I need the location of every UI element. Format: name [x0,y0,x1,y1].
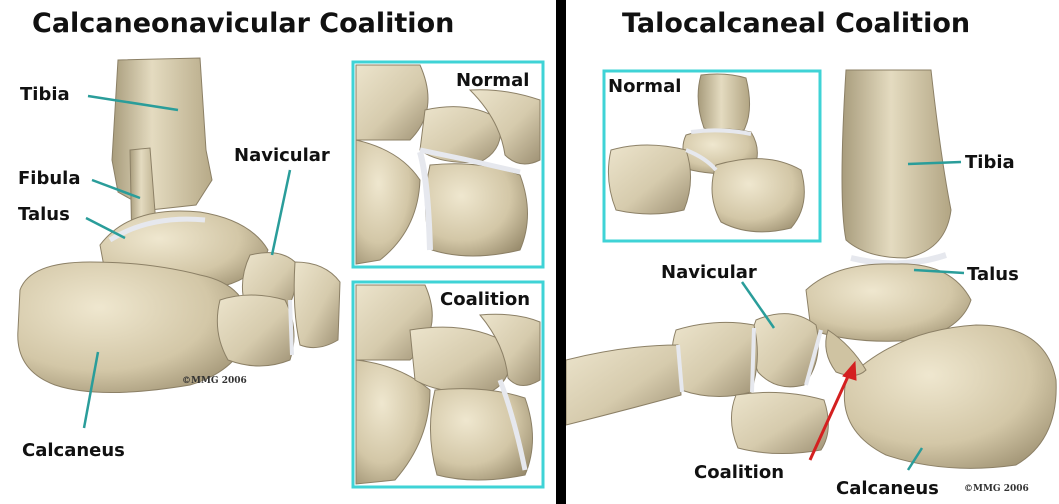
right-panel-talocalcaneal: Talocalcaneal Coalition Tibia Talus Navi… [566,0,1059,504]
tibia-label: Tibia [965,152,1015,173]
cuboid-bone [217,295,294,366]
calcaneus-label: Calcaneus [836,478,939,499]
cuneiform-bones [672,322,757,396]
cuboid-bone [731,392,828,453]
left-panel-title: Calcaneonavicular Coalition [32,8,454,39]
inset-coalition-label: Coalition [440,289,530,310]
joint-cartilage-2 [290,300,292,355]
right-panel-title: Talocalcaneal Coalition [622,8,970,39]
navicular-leader [272,170,290,255]
fibula-label: Fibula [18,168,80,189]
navicular-label: Navicular [661,262,757,283]
talus-label: Talus [18,204,70,225]
calcaneus-bone [18,262,250,393]
copyright-text: ©MMG 2006 [182,376,247,386]
talus-label: Talus [967,264,1019,285]
calcaneus-label: Calcaneus [22,440,125,461]
copyright-text: ©MMG 2006 [964,484,1029,494]
left-panel-calcaneonavicular: Calcaneonavicular Coalition Tibia Fibula… [0,0,556,504]
inset-normal-label: Normal [456,70,529,91]
tibia-label: Tibia [20,84,70,105]
inset-normal-label: Normal [608,76,681,97]
cuneiform-bones [294,262,340,348]
navicular-label: Navicular [234,145,330,166]
metatarsals [566,345,681,425]
calcaneus-bone [844,325,1056,468]
tibia-bone [112,58,212,210]
coalition-label: Coalition [694,462,784,483]
